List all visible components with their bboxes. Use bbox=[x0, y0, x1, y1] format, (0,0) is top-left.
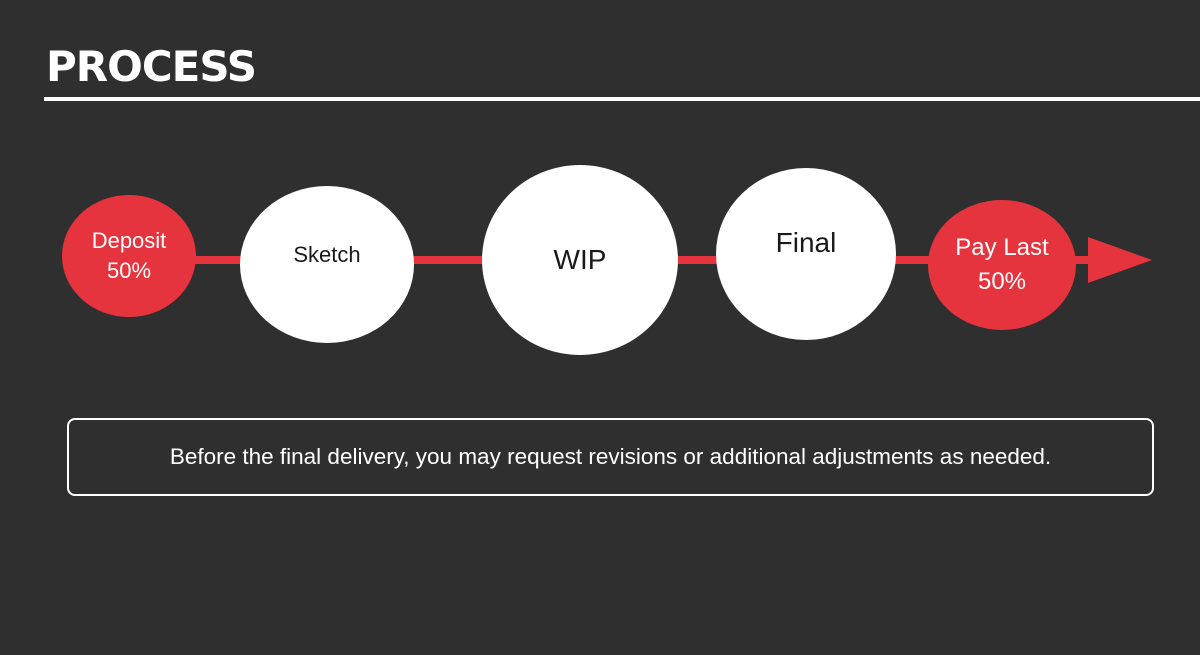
step-wip: WIP bbox=[482, 165, 678, 355]
step-deposit: Deposit 50% bbox=[62, 195, 196, 317]
step-pay-last: Pay Last 50% bbox=[928, 200, 1076, 330]
page-title: PROCESS bbox=[46, 42, 257, 91]
step-sketch-label: Sketch bbox=[293, 241, 361, 267]
step-pay-last-amount: 50% bbox=[977, 268, 1027, 295]
step-sketch: Sketch bbox=[240, 186, 414, 343]
step-final: Final bbox=[716, 168, 896, 340]
title-divider bbox=[44, 97, 1200, 101]
step-deposit-label: Deposit bbox=[91, 228, 167, 253]
step-wip-label: WIP bbox=[553, 244, 607, 275]
step-final-label: Final bbox=[775, 227, 837, 258]
arrow-head-icon bbox=[1088, 237, 1152, 283]
revision-note: Before the final delivery, you may reque… bbox=[67, 418, 1154, 496]
step-deposit-amount: 50% bbox=[106, 258, 152, 283]
step-pay-last-label: Pay Last bbox=[955, 234, 1049, 261]
